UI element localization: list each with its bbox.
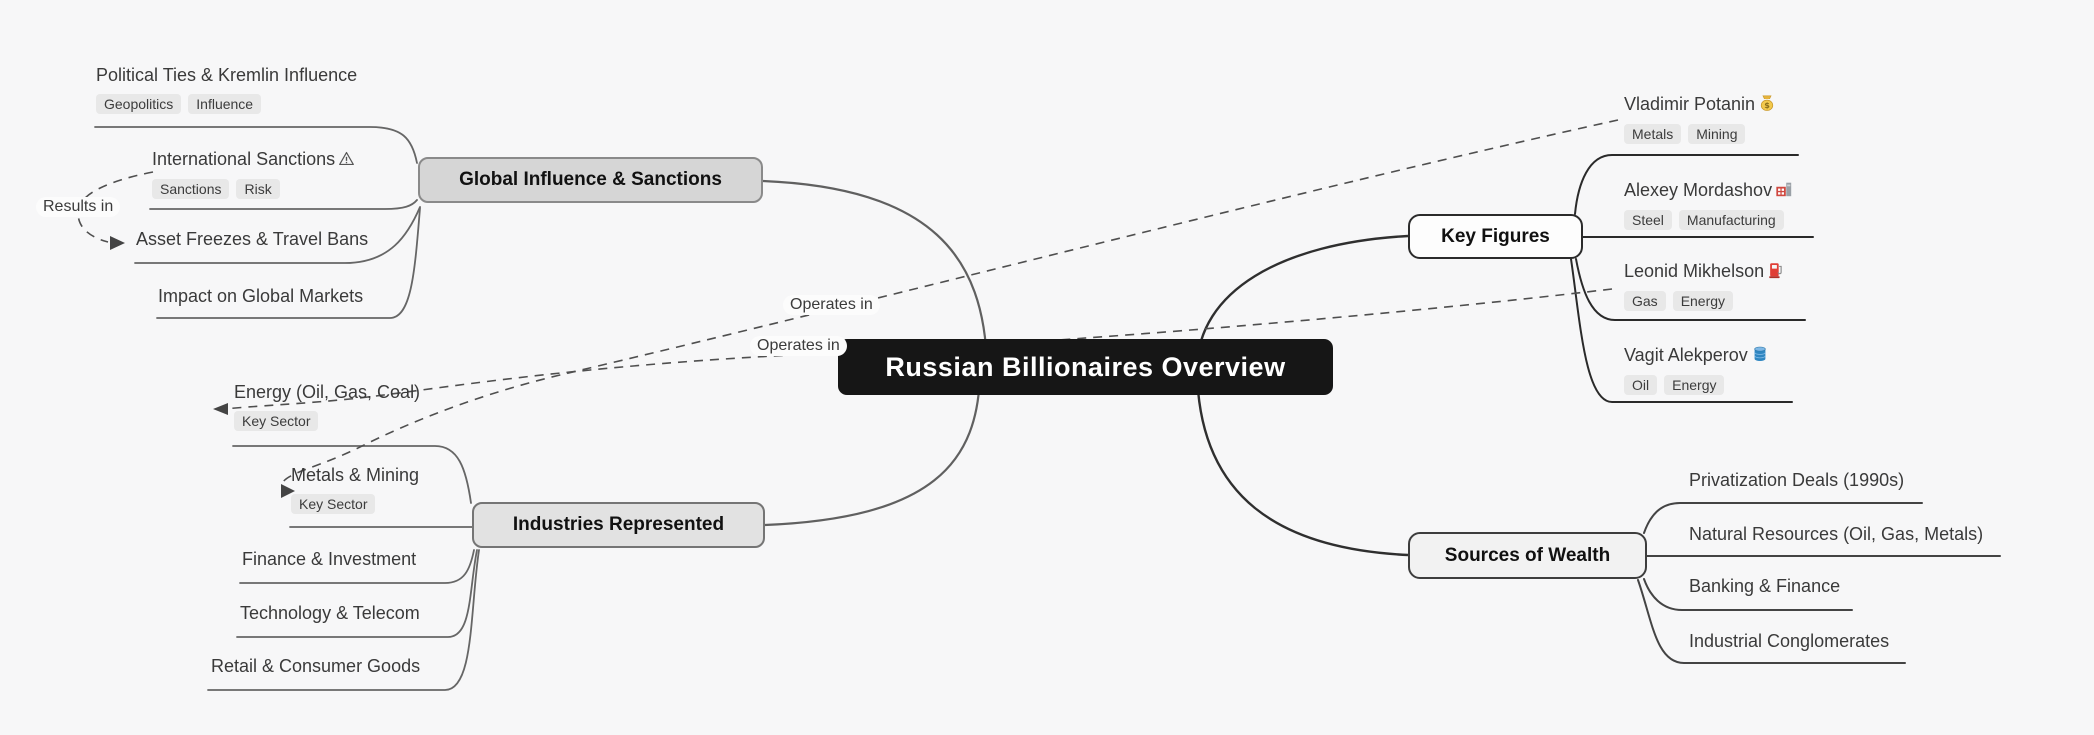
- arrowhead-energy: [213, 403, 228, 415]
- tag-steel: Steel: [1624, 210, 1672, 230]
- tag-metals: Metals: [1624, 124, 1682, 144]
- edge-label-results-in: Results in: [36, 197, 121, 217]
- edge-center-sources: [1195, 367, 1409, 557]
- child-banking-finance[interactable]: Banking & Finance: [1689, 576, 1841, 596]
- underline-political-ties: [94, 126, 418, 164]
- branch-node-key-figures[interactable]: Key Figures: [1408, 214, 1583, 259]
- underline-industrial: [1637, 579, 1906, 664]
- underline-asset-freezes: [134, 206, 421, 264]
- underline-privatization: [1643, 502, 1923, 534]
- underline-potanin: [1574, 154, 1799, 215]
- underline-mikhelson: [1575, 258, 1806, 321]
- child-political-ties[interactable]: Political Ties & Kremlin Influence Geopo…: [96, 65, 358, 114]
- child-vagit-alekperov[interactable]: Vagit Alekperov Oil Energy: [1624, 344, 1769, 395]
- tag-influence: Influence: [188, 94, 262, 114]
- underline-banking: [1643, 578, 1853, 611]
- root-node-title: Russian Billionaires Overview: [885, 351, 1286, 382]
- tag-mining: Mining: [1688, 124, 1746, 144]
- edge-label-operates-in-potanin: Operates in: [783, 295, 880, 315]
- child-energy[interactable]: Energy (Oil, Gas, Coal) Key Sector: [234, 382, 421, 431]
- branch-node-label: Global Influence & Sanctions: [459, 169, 722, 190]
- tag-energy: Energy: [1672, 291, 1734, 311]
- underline-technology: [236, 549, 478, 638]
- dashed-edge-potanin-metals: [282, 119, 1619, 483]
- tag-geopolitics: Geopolitics: [96, 94, 182, 114]
- branch-node-global-influence[interactable]: Global Influence & Sanctions: [418, 157, 763, 203]
- child-privatization-deals[interactable]: Privatization Deals (1990s): [1689, 470, 1905, 490]
- edge-label-operates-in-mikhelson: Operates in: [750, 336, 847, 356]
- underline-energy: [232, 445, 472, 504]
- tag-risk: Risk: [236, 179, 280, 199]
- money-bag-icon: $: [1758, 94, 1776, 116]
- edge-center-global: [762, 179, 989, 369]
- child-finance-investment[interactable]: Finance & Investment: [242, 549, 417, 569]
- arrowhead-metals: [281, 484, 295, 498]
- arrowhead-freezes: [110, 236, 125, 250]
- child-metals-mining[interactable]: Metals & Mining Key Sector: [291, 465, 420, 514]
- child-international-sanctions[interactable]: International Sanctions Sanctions Risk: [152, 149, 355, 199]
- svg-text:$: $: [1764, 100, 1770, 110]
- tag-energy: Energy: [1664, 375, 1725, 395]
- branch-node-label: Key Figures: [1441, 225, 1550, 247]
- edge-center-industries: [764, 367, 982, 527]
- tag-key-sector: Key Sector: [234, 411, 319, 431]
- tag-manufacturing: Manufacturing: [1678, 210, 1784, 230]
- root-node[interactable]: Russian Billionaires Overview: [838, 339, 1333, 395]
- child-industrial-conglomerates[interactable]: Industrial Conglomerates: [1689, 631, 1890, 651]
- underline-retail: [207, 549, 480, 691]
- child-retail-consumer-goods[interactable]: Retail & Consumer Goods: [211, 656, 421, 676]
- dashed-edge-mikhelson-energy: [223, 288, 1613, 410]
- child-technology-telecom[interactable]: Technology & Telecom: [240, 603, 420, 623]
- child-vladimir-potanin[interactable]: Vladimir Potanin $ Metals Mining: [1624, 93, 1776, 144]
- tag-sanctions: Sanctions: [152, 179, 230, 199]
- factory-icon: [1775, 180, 1793, 202]
- branch-node-industries[interactable]: Industries Represented: [472, 502, 765, 548]
- underline-impact-markets: [156, 207, 421, 319]
- tag-gas: Gas: [1624, 291, 1666, 311]
- branch-node-sources-of-wealth[interactable]: Sources of Wealth: [1408, 532, 1647, 579]
- child-asset-freezes[interactable]: Asset Freezes & Travel Bans: [136, 229, 369, 249]
- tag-oil: Oil: [1624, 375, 1658, 395]
- branch-node-label: Industries Represented: [512, 514, 725, 535]
- child-impact-global-markets[interactable]: Impact on Global Markets: [158, 286, 364, 306]
- warning-icon: [338, 150, 355, 171]
- child-leonid-mikhelson[interactable]: Leonid Mikhelson Gas Energy: [1624, 260, 1785, 311]
- child-natural-resources[interactable]: Natural Resources (Oil, Gas, Metals): [1689, 524, 1984, 544]
- underline-alekperov: [1570, 258, 1793, 403]
- branch-node-label: Sources of Wealth: [1444, 544, 1611, 566]
- underline-finance: [239, 549, 475, 584]
- underline-intl-sanctions: [149, 199, 418, 210]
- tag-key-sector: Key Sector: [291, 494, 376, 514]
- child-alexey-mordashov[interactable]: Alexey Mordashov Steel Manufacturing: [1624, 179, 1793, 230]
- oil-drum-icon: [1751, 345, 1769, 367]
- fuel-pump-icon: [1767, 261, 1785, 283]
